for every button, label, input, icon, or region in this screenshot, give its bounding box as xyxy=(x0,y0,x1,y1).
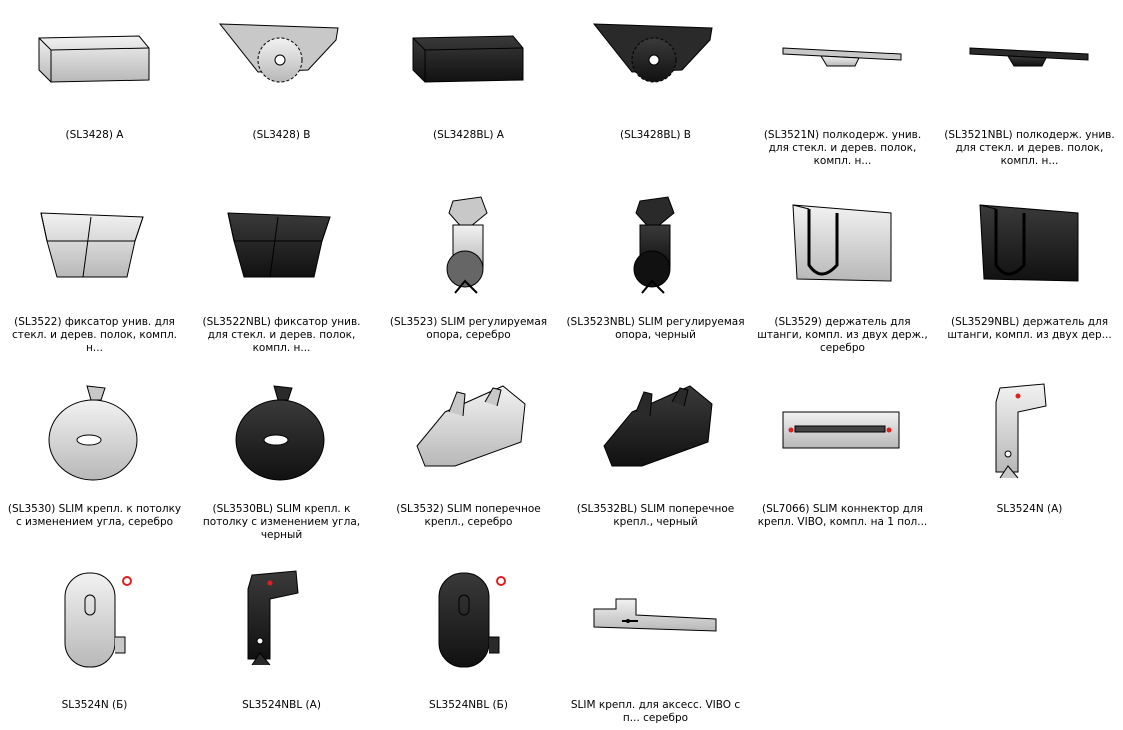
thumbnail-label: SL3524NBL (Б) xyxy=(429,699,508,711)
thumbnail-label: SL3524N (Б) xyxy=(61,699,128,711)
light-connector-plate-icon xyxy=(779,382,907,482)
thumbnail-label: (SL7066) SLIM коннектор для крепл. VIBO,… xyxy=(757,503,928,528)
thumbnail-item[interactable]: (SL3530BL) SLIM крепл. к потолку с измен… xyxy=(188,374,375,561)
thumbnail-item[interactable]: (SL3529) держатель для штанги, компл. из… xyxy=(749,187,936,374)
thumbnail-item[interactable]: (SL3530) SLIM крепл. к потолку с изменен… xyxy=(1,374,188,561)
thumbnail-label: (SL3523NBL) SLIM регулируемая опора, чер… xyxy=(566,316,745,341)
thumbnail-item[interactable]: (SL3523NBL) SLIM регулируемая опора, чер… xyxy=(562,187,749,374)
light-round-mount-icon xyxy=(31,382,159,482)
thumbnail-label: (SL3530BL) SLIM крепл. к потолку с измен… xyxy=(202,503,361,541)
thumbnail-item[interactable]: (SL3521NBL) полкодерж. унив. для стекл. … xyxy=(936,0,1123,187)
thumbnail-item[interactable]: (SL3522NBL) фиксатор унив. для стекл. и … xyxy=(188,187,375,374)
thumbnail-label: (SL3532BL) SLIM поперечное крепл., черны… xyxy=(576,503,735,528)
thumbnail-label: (SL3522) фиксатор унив. для стекл. и дер… xyxy=(12,316,177,354)
thumbnail-label: SL3524NBL (A) xyxy=(242,699,321,711)
thumbnail-item[interactable]: SL3524N (Б) xyxy=(1,561,188,730)
thumbnail-label: (SL3529NBL) держатель для штанги, компл.… xyxy=(947,316,1112,341)
light-accessory-strip-icon xyxy=(592,569,720,669)
dark-l-bracket-icon xyxy=(218,569,346,669)
dark-oval-plate-icon xyxy=(405,569,533,669)
thumbnail-item[interactable]: SL3524NBL (A) xyxy=(188,561,375,730)
light-oval-plate-icon xyxy=(31,569,159,669)
dark-gear-bracket-icon xyxy=(592,10,720,110)
dark-adjustable-foot-icon xyxy=(592,195,720,295)
dark-round-mount-icon xyxy=(218,382,346,482)
thumbnail-label: (SL3428BL) A xyxy=(432,129,504,141)
light-wedge-icon xyxy=(31,195,159,295)
thumbnail-label: (SL3428) B xyxy=(252,129,311,141)
thumbnail-label: (SL3428) A xyxy=(65,129,124,141)
thumbnail-item[interactable]: (SL3532BL) SLIM поперечное крепл., черны… xyxy=(562,374,749,561)
thumbnail-item[interactable]: (SL3522) фиксатор унив. для стекл. и дер… xyxy=(1,187,188,374)
light-block-icon xyxy=(31,10,159,110)
thumbnail-label: (SL3521NBL) полкодерж. унив. для стекл. … xyxy=(944,129,1115,167)
thumbnail-label: (SL3530) SLIM крепл. к потолку с изменен… xyxy=(7,503,182,528)
thumbnail-item[interactable]: (SL7066) SLIM коннектор для крепл. VIBO,… xyxy=(749,374,936,561)
dark-cross-mount-icon xyxy=(592,382,720,482)
light-flat-bar-icon xyxy=(779,10,907,110)
thumbnail-label: (SL3523) SLIM регулируемая опора, серебр… xyxy=(389,316,548,341)
dark-flat-bar-icon xyxy=(966,10,1094,110)
thumbnail-label: SL3524N (A) xyxy=(996,503,1063,515)
light-adjustable-foot-icon xyxy=(405,195,533,295)
thumbnail-item[interactable]: (SL3428) A xyxy=(1,0,188,187)
thumbnail-label: (SL3521N) полкодерж. унив. для стекл. и … xyxy=(763,129,922,167)
thumbnail-label: (SL3428BL) B xyxy=(619,129,692,141)
thumbnail-item[interactable]: (SL3428BL) B xyxy=(562,0,749,187)
thumbnail-label: (SL3522NBL) фиксатор унив. для стекл. и … xyxy=(202,316,361,354)
thumbnail-item[interactable]: SL3524N (A) xyxy=(936,374,1123,561)
thumbnail-item[interactable]: SL3524NBL (Б) xyxy=(375,561,562,730)
dark-rod-holder-icon xyxy=(966,195,1094,295)
dark-wedge-icon xyxy=(218,195,346,295)
thumbnail-item[interactable]: (SL3529NBL) держатель для штанги, компл.… xyxy=(936,187,1123,374)
thumbnail-label: SLIM крепл. для аксесс. VIBO с п... сере… xyxy=(570,699,741,724)
thumbnail-label: (SL3529) держатель для штанги, компл. из… xyxy=(757,316,928,354)
thumbnail-item[interactable]: (SL3428BL) A xyxy=(375,0,562,187)
light-gear-bracket-icon xyxy=(218,10,346,110)
light-l-bracket-icon xyxy=(966,382,1094,482)
thumbnail-item[interactable]: (SL3523) SLIM регулируемая опора, серебр… xyxy=(375,187,562,374)
thumbnail-item[interactable]: SLIM крепл. для аксесс. VIBO с п... сере… xyxy=(562,561,749,730)
dark-block-icon xyxy=(405,10,533,110)
thumbnail-label: (SL3532) SLIM поперечное крепл., серебро xyxy=(396,503,541,528)
thumbnail-item[interactable]: (SL3532) SLIM поперечное крепл., серебро xyxy=(375,374,562,561)
thumbnail-item[interactable]: (SL3521N) полкодерж. унив. для стекл. и … xyxy=(749,0,936,187)
thumbnail-item[interactable]: (SL3428) B xyxy=(188,0,375,187)
light-rod-holder-icon xyxy=(779,195,907,295)
light-cross-mount-icon xyxy=(405,382,533,482)
